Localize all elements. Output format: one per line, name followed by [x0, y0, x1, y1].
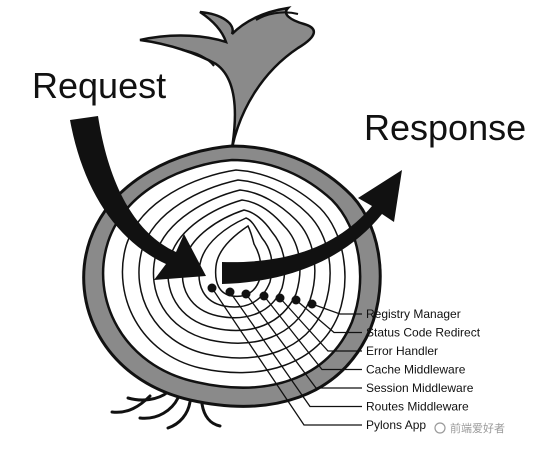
request-arrow	[70, 116, 206, 280]
leader-line	[245, 293, 362, 389]
layer-label: Registry Manager	[366, 307, 461, 321]
leader-line	[279, 297, 362, 352]
layer-label: Pylons App	[366, 418, 426, 432]
layer-label: Session Middleware	[366, 381, 474, 395]
leader-line	[295, 299, 362, 334]
watermark-icon	[434, 422, 446, 434]
leader-line	[229, 291, 362, 408]
request-label: Request	[32, 65, 166, 106]
layer-label: Cache Middleware	[366, 363, 466, 377]
watermark-text: 前端爱好者	[450, 421, 505, 435]
leader-line	[211, 287, 362, 426]
layer-dot	[307, 299, 317, 309]
layer-dot	[241, 289, 251, 299]
layer-leaders	[207, 283, 362, 426]
layer-label: Routes Middleware	[366, 400, 469, 414]
leader-line	[311, 303, 362, 315]
layer-label: Error Handler	[366, 344, 438, 358]
watermark: 前端爱好者	[434, 421, 505, 435]
onion-stem	[139, 6, 315, 149]
layer-dot	[259, 291, 269, 301]
layer-dot	[225, 287, 235, 297]
response-arrow	[222, 170, 402, 284]
layer-dot	[291, 295, 301, 305]
response-label: Response	[364, 107, 526, 148]
layer-dot	[275, 293, 285, 303]
layer-label: Status Code Redirect	[366, 326, 481, 340]
leader-line	[263, 295, 362, 371]
layer-dot	[207, 283, 217, 293]
